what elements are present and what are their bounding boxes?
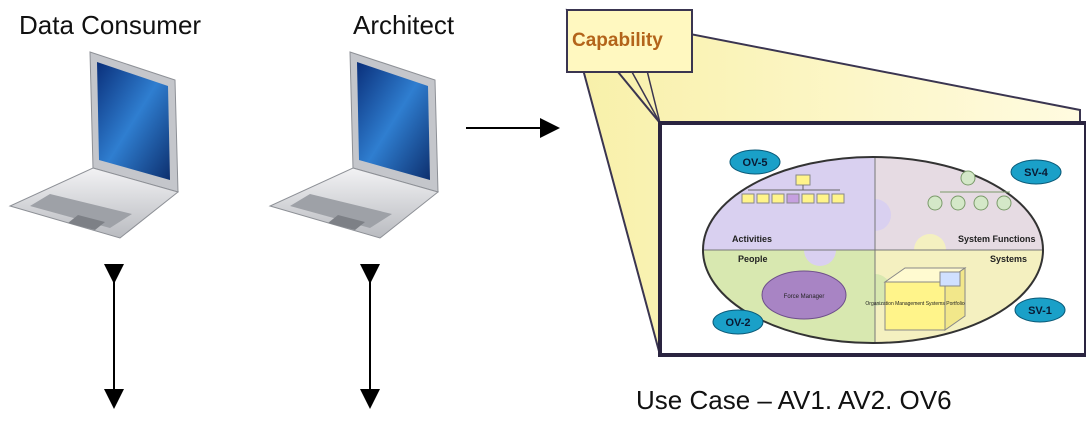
ov5-org-chart [741,174,845,204]
svg-text:SV-4: SV-4 [1024,167,1049,179]
use-case-caption: Use Case – AV1. AV2. OV6 [636,385,952,415]
ov2-badge: OV-2 [712,309,764,335]
capability-title: Capability [572,30,663,51]
svg-text:SV-1: SV-1 [1028,305,1052,317]
architect-label: Architect [353,10,455,40]
data-consumer-label: Data Consumer [19,10,202,40]
sv1-badge: SV-1 [1014,297,1066,323]
force-manager-node: Force Manager [761,270,847,320]
svg-text:OV-2: OV-2 [725,317,750,329]
activities-label: Activities [732,234,772,244]
systems-portfolio-box: Organization Management Systems Portfoli… [865,267,967,331]
data-consumer-laptop-icon [8,51,180,239]
capability-box: Capability [566,9,693,73]
svg-text:Organization Management System: Organization Management Systems Portfoli… [865,301,964,307]
svg-text:Force Manager: Force Manager [784,294,825,300]
svg-text:OV-5: OV-5 [742,157,767,169]
ov5-badge: OV-5 [729,149,781,175]
sv4-function-tree [927,170,1012,211]
sv4-badge: SV-4 [1010,159,1062,185]
systems-label: Systems [990,254,1027,264]
architect-laptop-icon [268,51,440,239]
people-label: People [738,254,768,264]
system-functions-label: System Functions [958,234,1036,244]
